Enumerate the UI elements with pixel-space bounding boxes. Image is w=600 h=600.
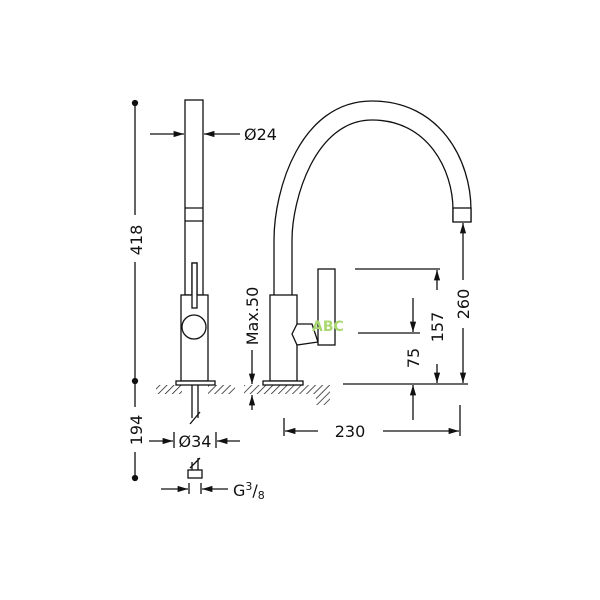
label-spout-clearance: 260 [454, 289, 473, 320]
front-lever [317, 268, 336, 346]
side-counter-left [156, 385, 182, 394]
label-handle-height: 157 [428, 312, 447, 343]
label-total-height: 418 [127, 225, 146, 256]
front-spout-inner [291, 119, 454, 295]
label-handle-center-height: 75 [404, 348, 423, 368]
label-spout-diameter: Ø24 [244, 125, 277, 144]
dimension-194 [131, 381, 139, 482]
thread-denominator: 8 [258, 489, 265, 502]
front-body [269, 294, 298, 382]
label-max-counter-thickness: Max.50 [243, 287, 262, 346]
front-spout-tip [452, 207, 472, 223]
label-connection-thread: G3/8 [233, 480, 265, 502]
side-base-flange [175, 380, 216, 386]
label-spout-reach: 230 [335, 422, 366, 441]
side-view [131, 99, 240, 494]
front-view [244, 100, 472, 436]
side-cartridge-knob [181, 314, 207, 340]
front-spout-outer [273, 100, 472, 381]
side-counter-right [208, 385, 235, 394]
label-base-diameter: Ø34 [179, 432, 212, 451]
label-below-counter-length: 194 [127, 415, 146, 446]
front-base-flange [262, 380, 304, 386]
thread-numerator: 3 [245, 480, 252, 493]
thread-g: G [233, 481, 245, 500]
watermark: ABC [312, 319, 344, 335]
front-counter [244, 385, 330, 394]
side-thread-connector [187, 469, 203, 479]
